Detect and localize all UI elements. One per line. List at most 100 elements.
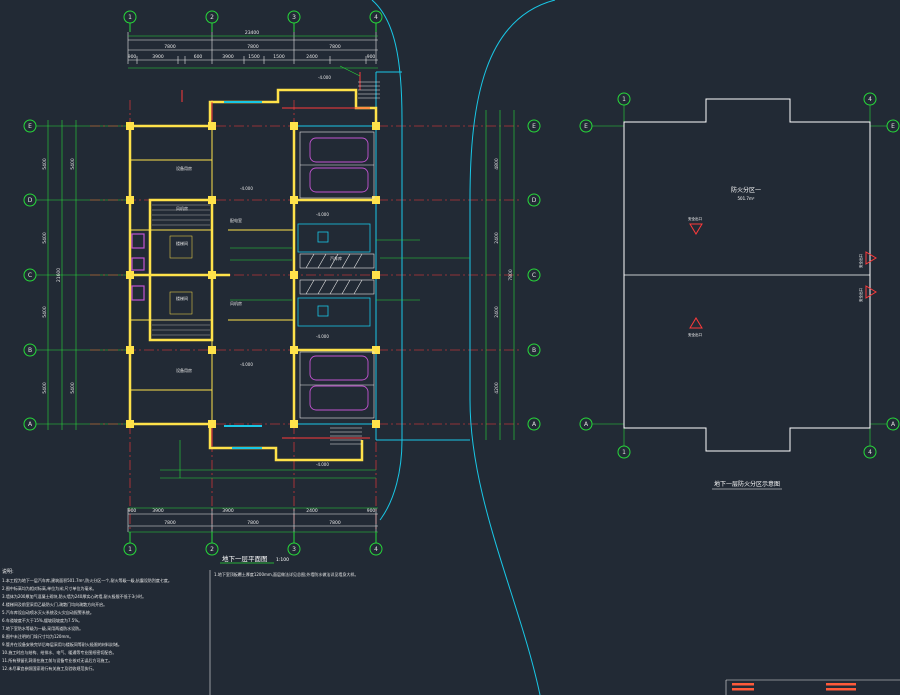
dimension-left-labels: 5400 5400 5400 5400 21600 5400 5400 [42,158,76,394]
exit-arrow-icon [865,285,877,299]
axis-label: E [584,123,588,130]
red-partitions [181,72,370,446]
zone-caption: 地下一层防火分区示意图 [714,480,780,488]
stair-outside-top [358,81,380,99]
dim-label: 5400 [70,382,76,394]
room-label: 汽车库 [330,255,342,261]
elevation-mark: -4.000 [316,212,329,217]
axis-label: 1 [128,546,132,553]
room-label: 楼梯间 [176,240,188,246]
dim-label: 23400 [245,30,259,36]
room-label: 风机房 [230,300,242,306]
axis-label: 2 [210,546,214,553]
axis-bubbles-bottom [123,532,383,556]
dim-label: 900 [367,54,376,60]
dim-label: 1500 [248,54,260,60]
dim-label: 7800 [247,520,259,526]
axis-label: A [584,421,589,428]
dim-label: 2400 [494,232,500,244]
parking-stalls [299,131,375,419]
exit-label: 安全出口 [858,288,863,302]
exit-label: 安全出口 [688,216,702,221]
axis-bubbles-top [123,10,383,32]
wall-openings [224,101,262,449]
dim-label: 7800 [247,44,259,50]
general-notes: 说明: 1.本工程为地下一层汽车库,建筑面积501.7m²,防火分区一个,耐火等… [2,568,358,671]
stair-core [152,204,210,336]
leader-lines [160,65,470,479]
dimension-bottom-labels: 900 3900 3900 2400 900 7800 7800 7800 [128,508,376,526]
fire-zone-outline [623,98,871,452]
parking-cars [309,137,369,411]
room-labels: 设备用房 设备用房 配电室 风机房 风机房 汽车库 楼梯间 楼梯间 -4.000… [176,75,342,467]
axis-label: 1 [128,14,132,21]
axis-labels-right: E D C B A [532,123,537,428]
axis-label: C [28,272,32,279]
note-line: 3.墙体为200厚加气混凝土砌块,防火墙为240厚实心砖墙,耐火极限不低于3小时… [2,593,146,599]
zone-area: 501.7m² [738,196,755,201]
dim-label: 7800 [164,44,176,50]
car-icon [309,167,369,193]
dim-label: 2400 [494,306,500,318]
axis-labels-bottom: 1 2 3 4 [128,546,378,553]
exit-labels: 安全出口 安全出口 安全出口 安全出口 [688,216,863,337]
axis-label: B [532,347,536,354]
room-label: 配电室 [230,217,242,223]
dim-label: 7800 [329,44,341,50]
axis-label: C [532,272,536,279]
note-line: 2.图中标高均为相对标高,单位为米;尺寸单位为毫米。 [2,585,96,591]
dim-label: 5400 [42,382,48,394]
dim-label: 3900 [222,54,234,60]
axis-labels-left: E D C B A [28,123,33,428]
car-icon [309,385,369,411]
dim-label: 5400 [70,158,76,170]
exit-markers [689,223,877,329]
axis-label: E [891,123,895,130]
note-line: 6.车道坡度不大于15%,缓坡段坡度为7.5%。 [2,617,82,623]
dimension-top-green [128,35,378,69]
axis-label: B [28,347,32,354]
notes-title: 说明: [2,568,14,575]
equipment-magenta [131,233,145,301]
dim-label: 5400 [42,306,48,318]
note-line: 1.本工程为地下一层汽车库,建筑面积501.7m²,防火分区一个,耐火等级一级,… [2,577,172,583]
note-line: 11.所有预留孔洞须在施工前与设备专业核对无误后方可施工。 [2,657,112,663]
stair-outside-bottom [330,427,362,445]
dim-label: 7800 [164,520,176,526]
structural-columns [126,122,380,428]
note-line: 12.未尽事宜参照国家现行有关施工及验收规范执行。 [2,665,96,671]
axis-label: E [28,123,32,130]
axis-label: 3 [292,14,296,21]
note-line: 4.楼梯间及前室采用乙级防火门,疏散门均向疏散方向开启。 [2,601,107,607]
floor-plan-left: 23400 7800 7800 7800 900 3900 600 3900 1… [23,0,556,695]
dimension-right [485,110,515,440]
note-line: 10.施工时应与结构、给排水、电气、暖通等专业图纸密切配合。 [2,649,116,655]
elevation-mark: -4.000 [240,186,253,191]
zone-axis-lines [592,105,887,446]
dim-label: 21600 [56,268,62,282]
accessible-stalls [297,223,371,327]
dim-label: 2400 [306,54,318,60]
ramp-hatch [299,253,375,295]
note-line: 7.地下室防水等级为一级,采用两道防水设防。 [2,625,83,631]
axis-label: 4 [374,14,378,21]
exit-label: 安全出口 [858,254,863,268]
dim-label: 1500 [273,54,285,60]
note-line: 9.管井在设备安装完毕后每层采用与楼板同等耐火极限的材料封堵。 [2,641,122,647]
dim-label: 7800 [329,520,341,526]
axis-label: 1 [622,449,626,456]
dimension-top [127,32,378,64]
elevation-mark: -4.000 [316,334,329,339]
car-icon [309,355,369,381]
dimension-right-labels: 4800 2400 7800 2400 4200 [494,158,514,394]
room-label: 设备用房 [176,367,192,373]
elevation-mark: -4.000 [240,362,253,367]
dim-label: 900 [367,508,376,514]
room-label: 风机房 [176,205,188,211]
exit-arrow-icon [865,251,877,265]
dim-label: 5400 [42,232,48,244]
note-line: 8.图中未注明的门垛尺寸均为120mm。 [2,633,73,639]
axis-label: E [532,123,536,130]
